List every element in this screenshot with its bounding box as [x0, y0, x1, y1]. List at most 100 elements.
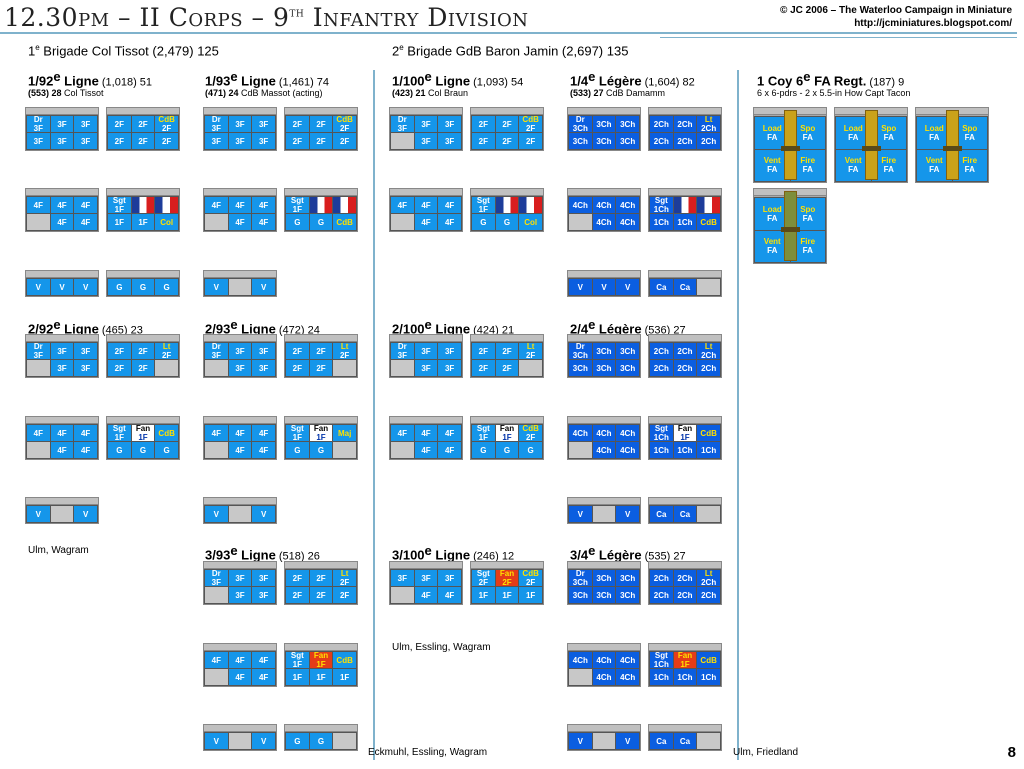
base-label: 4F — [445, 429, 454, 438]
base-label-line: 4F — [421, 217, 431, 227]
base-label-line: CdB — [336, 116, 353, 124]
base-label-line: Ca — [679, 509, 691, 519]
tray-bar — [390, 335, 462, 342]
commander-name: CdB Damamm — [603, 88, 666, 98]
base-label-line: Dr — [575, 570, 585, 578]
figure-base: 3Ch — [592, 116, 616, 132]
base-label-line: G — [116, 445, 123, 455]
base-label: 4F — [235, 656, 244, 665]
base-label: Ca — [656, 737, 666, 746]
base-label: 1F — [138, 218, 147, 227]
base-label-line: 3F — [235, 363, 245, 373]
base-label: 3F — [259, 137, 268, 146]
base-label-line: 1F — [316, 660, 326, 668]
figure-base: 1Ch — [697, 442, 720, 458]
base-label-line: G — [294, 217, 301, 227]
base-label: 4Ch — [620, 656, 635, 665]
base-label-line: 4F — [421, 590, 431, 600]
base-label: 1F — [479, 591, 488, 600]
battalion-name: 2/4 — [570, 321, 589, 337]
base-label-line: 4Ch — [572, 655, 588, 665]
figure-base: 3F — [74, 343, 97, 359]
base-label: G — [140, 283, 146, 292]
base-label: G — [480, 218, 486, 227]
base-label-line: Ca — [679, 282, 691, 292]
base-label-line: 4F — [235, 428, 245, 438]
base-label: 2F — [115, 120, 124, 129]
figure-base: 3Ch — [592, 133, 616, 149]
battalion-heading: 1/4e Légère (1,604) 82 — [570, 69, 695, 89]
figure-base: 4Ch — [569, 425, 592, 441]
artillery-suffix: e — [803, 69, 811, 84]
base-label: 4F — [81, 201, 90, 210]
tray-bar — [649, 417, 721, 424]
battalion-heading: 1/100e Ligne (1,093) 54 — [392, 69, 523, 89]
base-label: 4Ch — [620, 429, 635, 438]
figure-base: 3Ch — [616, 133, 639, 149]
base-label-line: Dr — [33, 116, 43, 124]
base-label-line: 2F — [525, 124, 536, 132]
figure-base: 3F — [228, 116, 252, 132]
gun-axle-icon — [781, 146, 800, 151]
base-label-line: 3Ch — [620, 346, 636, 356]
base-label-line: 2F — [478, 136, 488, 146]
figure-base: 4Ch — [616, 442, 639, 458]
crew-label-line: Vent — [844, 156, 862, 166]
base-label: 2F — [479, 137, 488, 146]
figure-base: 4F — [414, 587, 438, 603]
figure-base: 1F — [131, 214, 155, 230]
base-label: Col — [160, 218, 173, 227]
figure-base: Ca — [673, 279, 697, 295]
figure-base: 3Ch — [569, 360, 592, 376]
base-label: G — [528, 446, 534, 455]
base-label-line: 1F — [292, 660, 302, 668]
base-label: 4Ch — [596, 673, 611, 682]
base-label-line: 3F — [80, 363, 91, 373]
base-label: 2Ch — [654, 347, 669, 356]
base-label-line: 4F — [211, 200, 221, 210]
base-label: 3Ch — [620, 120, 635, 129]
base-label-line: Sgt — [476, 425, 490, 433]
figure-base: 3Ch — [592, 587, 616, 603]
figure-base: 4F — [50, 425, 74, 441]
battalion-strength: (1,093) 54 — [470, 76, 524, 89]
base-label: 1Ch — [701, 446, 716, 455]
base-label-line: 3F — [211, 136, 221, 146]
figure-base: 3F — [252, 570, 275, 586]
base-label: 1Ch — [677, 218, 692, 227]
base-label-line: 3Ch — [572, 363, 588, 373]
crew-label-line: FA — [802, 132, 813, 142]
base-label-line: Sgt — [654, 652, 668, 660]
figure-base: 2Ch — [673, 587, 697, 603]
figure-base: 4F — [391, 197, 414, 213]
tray-bar — [204, 562, 276, 569]
base-label: 3F — [445, 347, 454, 356]
base-label-line: 2Ch — [701, 363, 717, 373]
base-label-line: 2F — [292, 346, 302, 356]
crew-label-line: Load — [762, 204, 782, 214]
tray-bar — [285, 335, 357, 342]
base-label-line: 1F — [138, 433, 148, 441]
empty-base — [569, 442, 592, 458]
